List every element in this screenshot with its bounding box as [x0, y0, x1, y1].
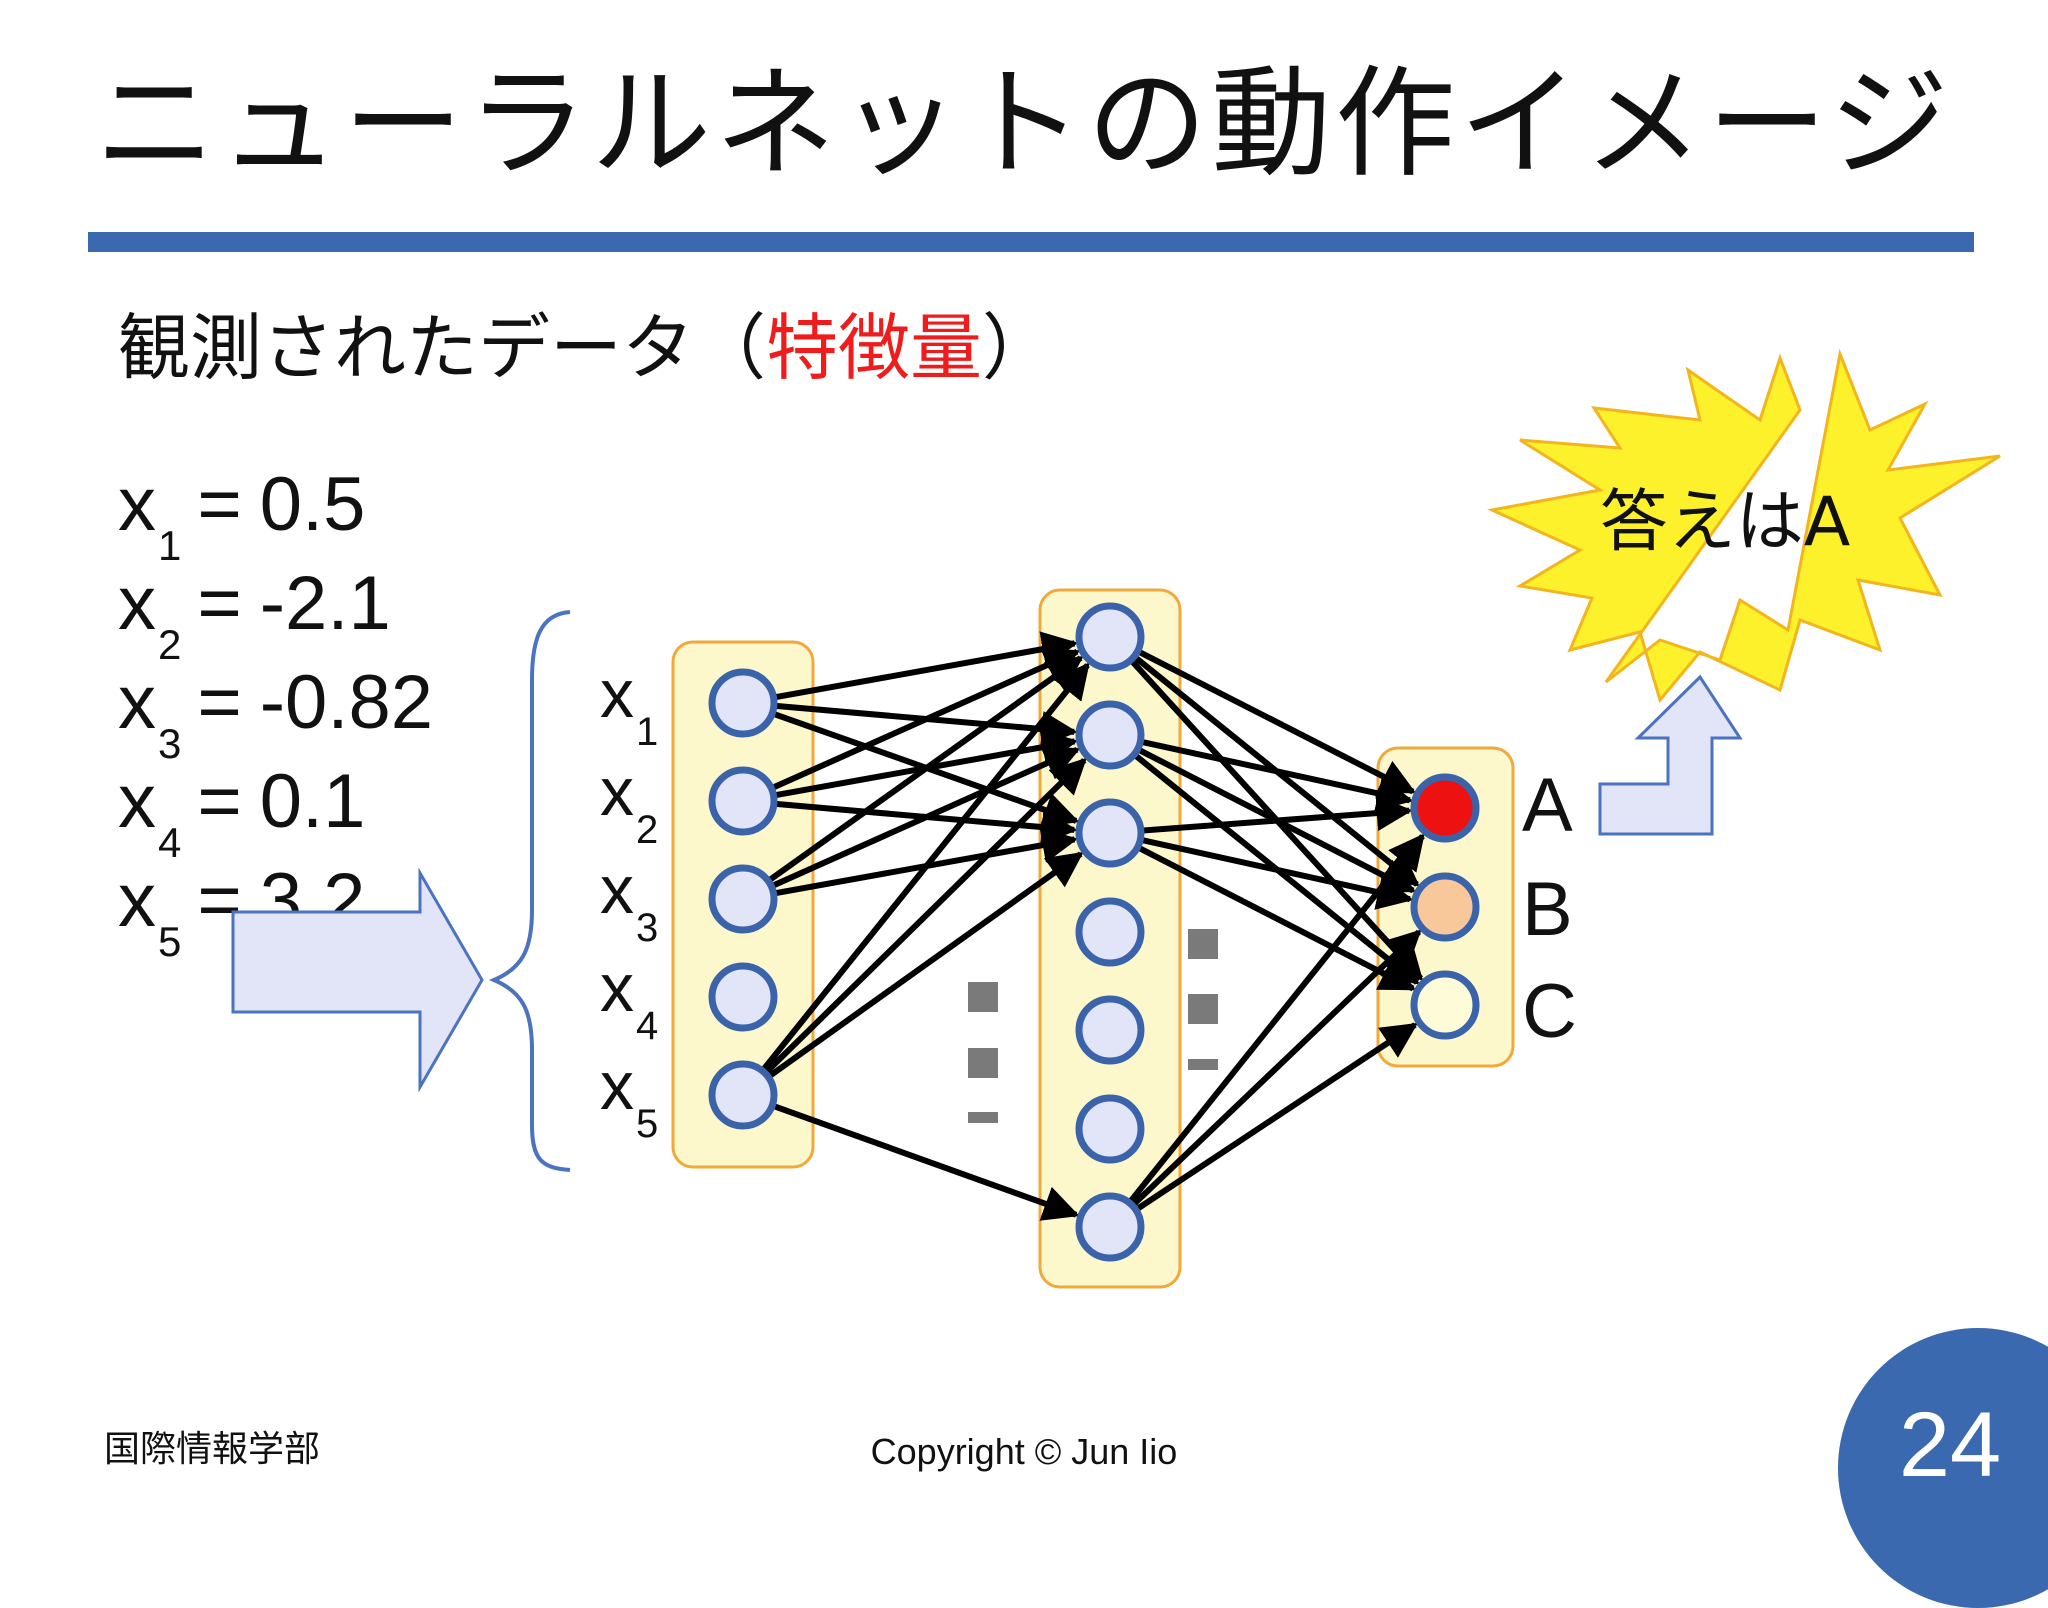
input-label: x5: [600, 1047, 658, 1146]
input-label-sub: 2: [636, 808, 659, 852]
connection-arrow: [1135, 844, 1417, 992]
input-label-sub: 4: [636, 1004, 659, 1048]
connection-arrow: [759, 662, 1090, 1074]
feature-sub: 3: [158, 720, 182, 767]
feature-value: -0.82: [259, 660, 433, 745]
connection-arrow: [770, 1102, 1080, 1221]
connection-arrow: [769, 648, 1081, 792]
subtitle-close-paren: ）: [982, 306, 1055, 390]
answer-arrow-icon: [1598, 674, 1743, 836]
input-label-var: x: [600, 656, 634, 732]
connection-arrow: [1126, 833, 1425, 1206]
footer-copyright: Copyright © Jun Iio: [870, 1431, 1178, 1472]
input-node: [708, 962, 778, 1032]
feature-value: 0.5: [259, 462, 366, 547]
feature-list: x1=0.5 x2=-2.1 x3=-0.82 x4=0.1 x5=3.2: [118, 455, 433, 965]
connection-arrow: [762, 757, 1087, 1077]
connection-arrow: [1135, 647, 1417, 795]
subtitle-main: 観測されたデータ: [118, 306, 695, 390]
feature-var: x: [118, 858, 156, 943]
feature-eq: =: [197, 660, 242, 745]
feature-eq: =: [197, 759, 242, 844]
feature-var: x: [118, 462, 156, 547]
input-arrow-icon: [231, 867, 484, 1093]
output-node: [1410, 773, 1480, 843]
input-label-var: x: [600, 950, 634, 1026]
connection-arrow: [1133, 1022, 1418, 1213]
feature-row: x4 =0.1: [118, 752, 433, 866]
curly-brace-icon: [488, 610, 571, 1172]
feature-row: x3 =-0.82: [118, 653, 433, 767]
output-label-a: A: [1522, 763, 1573, 848]
input-node: [708, 668, 778, 738]
input-label: x2: [600, 753, 658, 852]
subtitle-accent: 特徴量: [766, 306, 983, 390]
hidden-node: [1075, 1192, 1145, 1262]
input-label-sub: 5: [636, 1102, 659, 1146]
feature-sub: 1: [158, 522, 182, 569]
connection-arrow: [771, 631, 1079, 701]
hidden-node: [1075, 1094, 1145, 1164]
input-label: x4: [600, 949, 658, 1048]
hidden-node: [1075, 897, 1145, 967]
feature-sub: 2: [158, 621, 182, 668]
input-node: [708, 864, 778, 934]
input-label: x3: [600, 851, 658, 950]
feature-sub: 5: [158, 918, 182, 965]
connection-arrow: [1129, 929, 1422, 1209]
footer-department: 国際情報学部: [104, 1429, 321, 1470]
feature-row: x1 =0.5: [118, 455, 433, 569]
neural-network-diagram: [231, 348, 2001, 1289]
feature-sub: 4: [158, 819, 182, 866]
output-node: [1410, 970, 1480, 1040]
input-label-sub: 3: [636, 906, 659, 950]
input-label-var: x: [600, 1048, 634, 1124]
input-label: x1: [600, 655, 658, 754]
feature-row: x2 =-2.1: [118, 554, 433, 668]
connection-arrow: [769, 746, 1081, 890]
hidden-node: [1075, 995, 1145, 1065]
feature-value: 0.1: [259, 759, 366, 844]
feature-value: -2.1: [259, 561, 391, 646]
answer-text: 答えはA: [1599, 483, 1851, 562]
feature-eq: =: [197, 561, 242, 646]
feature-var: x: [118, 759, 156, 844]
connection-arrow: [1138, 738, 1414, 812]
ellipsis-icon: [968, 929, 1218, 1123]
connection-arrow: [1139, 795, 1413, 834]
starburst-icon: [1487, 348, 2001, 704]
input-label-sub: 1: [636, 710, 659, 754]
feature-eq: =: [197, 462, 242, 547]
output-node: [1410, 872, 1480, 942]
output-label-c: C: [1522, 969, 1577, 1054]
hidden-node: [1075, 602, 1145, 672]
feature-var: x: [118, 561, 156, 646]
connection-arrow: [765, 655, 1084, 885]
feature-var: x: [118, 660, 156, 745]
input-node: [708, 1060, 778, 1130]
input-label-var: x: [600, 754, 634, 830]
subtitle-open-paren: （: [694, 306, 767, 390]
hidden-node: [1075, 798, 1145, 868]
title-rule: [88, 232, 1974, 252]
page-number: 24: [1898, 1394, 2002, 1496]
subtitle: 観測されたデータ（特徴量）: [118, 300, 1054, 396]
slide-title: ニューラルネットの動作イメージ: [95, 55, 1953, 194]
output-label-b: B: [1522, 867, 1573, 952]
input-node: [708, 766, 778, 836]
connection-arrow: [1138, 836, 1414, 910]
connection-arrow: [765, 851, 1084, 1081]
hidden-node: [1075, 700, 1145, 770]
input-label-var: x: [600, 852, 634, 928]
